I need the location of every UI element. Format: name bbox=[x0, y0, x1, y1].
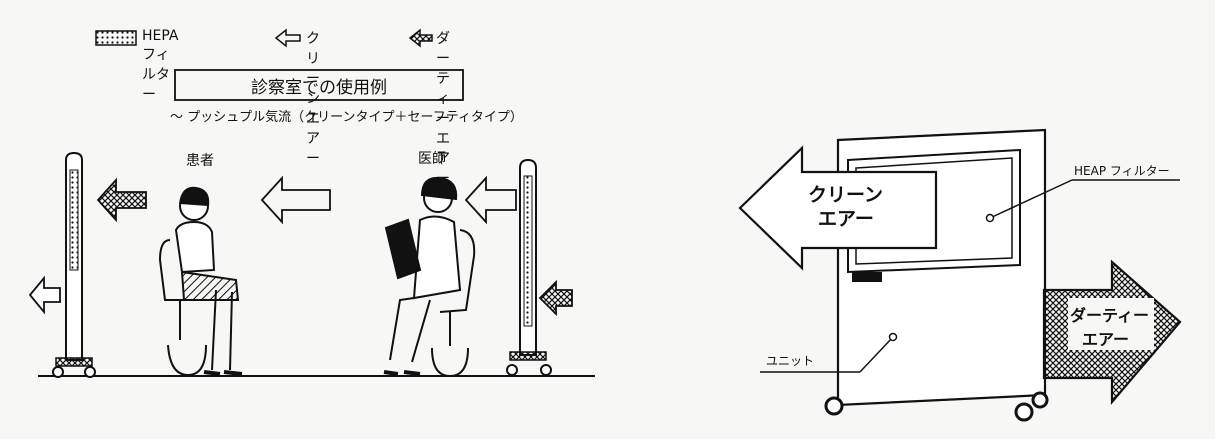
left-clean-air-outlet-arrow bbox=[28, 275, 61, 315]
right-clean-unit bbox=[506, 158, 552, 376]
center-clean-air-arrow bbox=[260, 175, 331, 225]
page-subtitle: ～ プッシュプル気流（クリーンタイプ＋セーフティタイプ） bbox=[170, 110, 523, 125]
filter-label: HEAP フィルター bbox=[1074, 164, 1170, 178]
dirty-air-label-bg bbox=[1068, 298, 1154, 350]
legend-hepa-swatch bbox=[95, 30, 137, 46]
page-title: 診察室での使用例 bbox=[251, 78, 387, 98]
legend-dirty-air-arrow-icon bbox=[408, 28, 433, 48]
doctor-label: 医師 bbox=[418, 151, 446, 167]
dirty-air-label-line2: エアー bbox=[1082, 330, 1130, 349]
filter-leader-line bbox=[989, 179, 1073, 219]
legend-dirty-air-label: ダーティーエアー bbox=[436, 31, 450, 187]
right-clean-air-arrow bbox=[464, 175, 517, 225]
left-safety-unit bbox=[52, 151, 96, 378]
legend-clean-air-label: クリーンエアー bbox=[306, 31, 320, 167]
patient-label: 患者 bbox=[186, 153, 214, 169]
legend-hepa-label: HEPAフィルター bbox=[142, 28, 179, 103]
big-clean-air-arrow bbox=[738, 145, 938, 271]
doctor-figure bbox=[383, 176, 476, 378]
left-dirty-air-arrow bbox=[96, 177, 147, 223]
clean-air-label-line2: エアー bbox=[818, 208, 874, 230]
dirty-air-label-line1: ダーティー bbox=[1070, 306, 1150, 325]
right-dirty-air-inlet-arrow bbox=[538, 279, 573, 317]
clean-air-label-line1: クリーン bbox=[808, 184, 884, 206]
title-box bbox=[174, 69, 464, 101]
legend-clean-air-arrow-icon bbox=[274, 28, 301, 48]
patient-figure bbox=[158, 186, 243, 377]
unit-label: ユニット bbox=[766, 354, 815, 368]
